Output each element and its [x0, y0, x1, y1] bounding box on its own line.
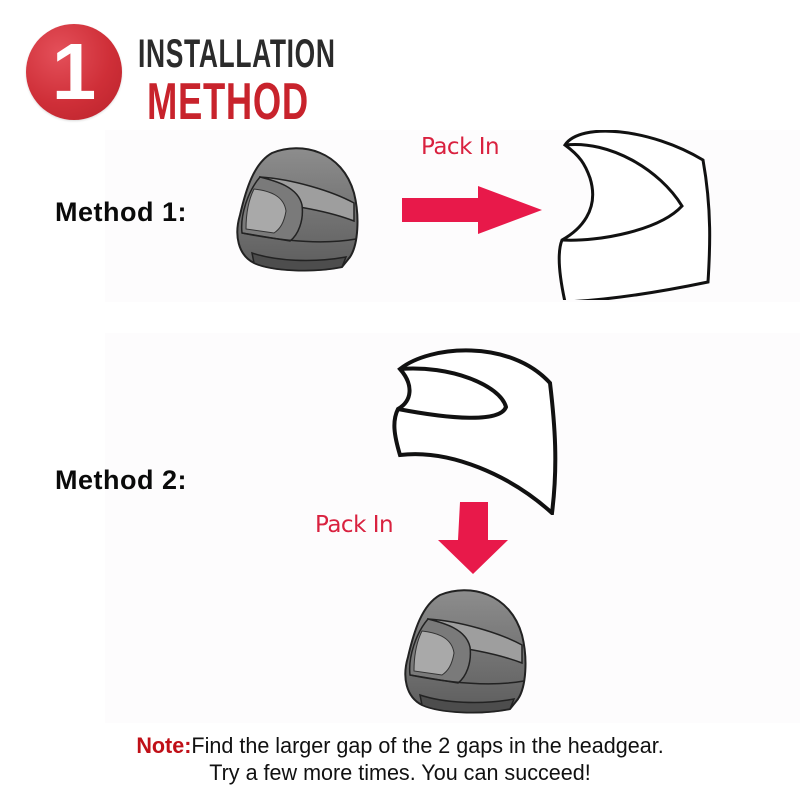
helmet-icon: [236, 147, 359, 272]
title-installation: INSTALLATION: [138, 32, 336, 76]
note-text-1: Find the larger gap of the 2 gaps in the…: [191, 733, 664, 758]
pack-in-label-2: Pack In: [315, 512, 394, 538]
helmet-icon: [404, 589, 527, 714]
method-2-label: Method 2:: [55, 465, 187, 495]
helmet-liner-outline-icon: [392, 348, 558, 515]
pack-in-label-1: Pack In: [421, 134, 500, 160]
arrow-down-icon: [438, 502, 508, 574]
note-label: Note:: [136, 733, 192, 758]
note-line-1: Note:Find the larger gap of the 2 gaps i…: [8, 732, 792, 759]
note-line-2: Try a few more times. You can succeed!: [209, 760, 591, 785]
step-number-badge: 1: [26, 24, 122, 120]
arrow-right-icon: [402, 186, 542, 234]
method-1-label: Method 1:: [55, 197, 187, 227]
step-number: 1: [51, 27, 97, 116]
helmet-liner-outline-icon: [557, 130, 712, 300]
note: Note:Find the larger gap of the 2 gaps i…: [0, 732, 800, 786]
title-method: METHOD: [147, 73, 309, 131]
